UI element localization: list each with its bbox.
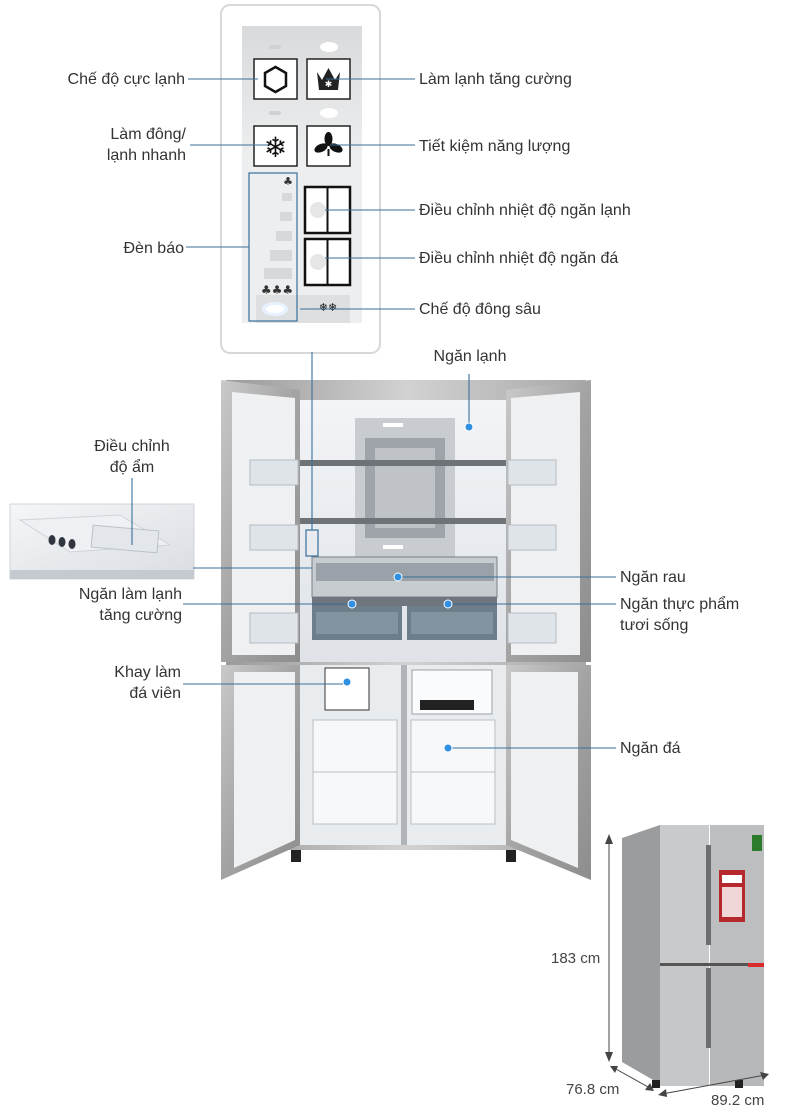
control-panel: ✱ ❄ ♣ ♣♣♣ (220, 4, 381, 354)
label-quick-freeze: Làm đông/ lạnh nhanh (60, 124, 186, 166)
double-snowflake-icon: ❄❄ (319, 301, 337, 314)
label-humidity-line1: Điều chỉnh (94, 438, 170, 455)
dimension-depth: 76.8 cm (566, 1081, 620, 1098)
label-vegetable: Ngăn rau (620, 567, 686, 588)
fan-icon: ♣ (283, 175, 293, 188)
label-ice-tray: Khay làm đá viên (80, 662, 181, 704)
fridge-main (221, 380, 591, 880)
label-deep-freeze: Chế độ đông sâu (419, 299, 541, 320)
fridge-closed-view (622, 825, 764, 1088)
label-super-cool-text: Chế độ cực lạnh (67, 71, 185, 88)
label-indicator-text: Đèn báo (123, 240, 185, 257)
label-fridge-compartment-text: Ngăn lạnh (433, 348, 507, 365)
label-vegetable-text: Ngăn rau (620, 569, 686, 586)
hexagon-icon (263, 65, 288, 94)
svg-text:✱: ✱ (325, 80, 333, 90)
humidity-inset (9, 503, 195, 580)
dimension-width: 89.2 cm (711, 1092, 765, 1109)
super-cool-button[interactable] (253, 58, 298, 100)
label-super-cool: Chế độ cực lạnh (40, 69, 185, 90)
leaf-icon (314, 132, 343, 156)
leader-lines (131, 78, 616, 749)
freezer-temp-control[interactable] (303, 237, 352, 287)
label-freezer-text: Ngăn đá (620, 740, 681, 757)
svg-text:♣♣♣: ♣♣♣ (261, 283, 293, 297)
label-fresh-food: Ngăn thực phẩm tươi sống (620, 594, 739, 636)
snowflake-icon: ❄ (264, 131, 287, 164)
label-eco: Tiết kiệm năng lượng (419, 136, 570, 157)
label-indicator: Đèn báo (80, 238, 185, 259)
label-boost-cool-text: Làm lạnh tăng cường (419, 71, 572, 88)
quick-freeze-button[interactable]: ❄ (253, 125, 298, 167)
label-fridge-temp: Điều chỉnh nhiệt độ ngăn lạnh (419, 200, 631, 221)
label-deep-freeze-text: Chế độ đông sâu (419, 301, 541, 318)
marker-dots (342, 422, 474, 753)
eco-button[interactable] (306, 125, 351, 167)
label-chill-drawer: Ngăn làm lạnh tăng cường (50, 584, 182, 626)
label-boost-cool: Làm lạnh tăng cường (419, 69, 572, 90)
dimension-lines (605, 834, 769, 1097)
label-ice-tray-line2: đá viên (129, 685, 181, 702)
label-freezer: Ngăn đá (620, 738, 681, 759)
label-fridge-compartment: Ngăn lạnh (420, 346, 520, 367)
label-humidity-line2: độ ẩm (109, 459, 155, 476)
water-drops-icon (48, 535, 76, 549)
indicator-lights: ♣ ♣♣♣ (261, 175, 293, 297)
label-humidity: Điều chỉnh độ ẩm (76, 436, 188, 478)
label-quick-freeze-line1: Làm đông/ (110, 126, 186, 143)
label-freezer-temp: Điều chỉnh nhiệt độ ngăn đá (419, 248, 618, 269)
label-fresh-food-line1: Ngăn thực phẩm (620, 596, 740, 613)
label-fridge-temp-text: Điều chỉnh nhiệt độ ngăn lạnh (419, 202, 631, 219)
deep-freeze-button[interactable]: ❄❄ (262, 301, 337, 316)
label-freezer-temp-text: Điều chỉnh nhiệt độ ngăn đá (419, 250, 619, 267)
label-chill-drawer-line2: tăng cường (99, 607, 182, 624)
label-chill-drawer-line1: Ngăn làm lạnh (78, 586, 182, 603)
label-eco-text: Tiết kiệm năng lượng (419, 138, 571, 155)
label-ice-tray-line1: Khay làm (114, 664, 181, 681)
dimension-height: 183 cm (551, 950, 601, 967)
label-quick-freeze-line2: lạnh nhanh (106, 147, 186, 164)
label-fresh-food-line2: tươi sống (620, 617, 689, 634)
